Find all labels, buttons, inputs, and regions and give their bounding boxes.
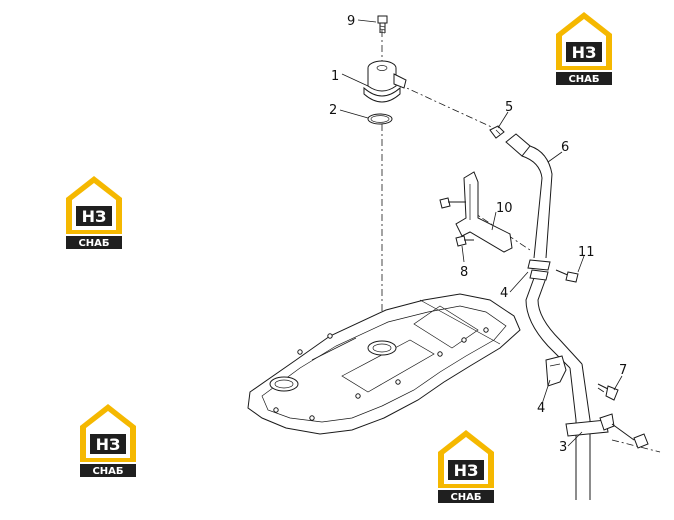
watermark-mark: НЗ xyxy=(96,435,121,454)
callout-2: 2 xyxy=(329,103,337,118)
callout-11: 11 xyxy=(578,245,595,260)
watermark-caption: СНАБ xyxy=(92,466,123,477)
callout-3: 3 xyxy=(559,440,567,455)
watermark-logo-left: НЗ СНАБ xyxy=(66,176,122,249)
callout-5: 5 xyxy=(505,100,513,115)
part-8-bolt xyxy=(455,235,474,247)
part-9-bolt xyxy=(377,15,388,34)
part-6-hose xyxy=(505,133,583,369)
part-4-clip-lower xyxy=(545,355,567,387)
watermark-mark: НЗ xyxy=(572,43,597,62)
callouts: 9 1 2 5 6 10 11 8 4 7 4 3 xyxy=(329,14,627,455)
watermark-logo-bottom-center: НЗ СНАБ xyxy=(438,430,494,503)
part-2-oring xyxy=(367,113,393,125)
callout-4-upper: 4 xyxy=(500,286,508,301)
watermark-caption: СНАБ xyxy=(568,74,599,85)
watermark-caption: СНАБ xyxy=(450,492,481,503)
callout-8: 8 xyxy=(460,265,468,280)
callout-7: 7 xyxy=(619,363,627,378)
watermark-logo-bottom-left: НЗ СНАБ xyxy=(80,404,136,477)
part-3-pipe-clamp xyxy=(565,363,649,500)
part-11-bolt xyxy=(555,269,579,283)
part-5-fitting xyxy=(489,125,505,139)
watermark-mark: НЗ xyxy=(82,207,107,226)
part-1-separator xyxy=(363,60,407,103)
part-7-bolt xyxy=(597,383,619,401)
callout-9: 9 xyxy=(347,14,355,29)
callout-1: 1 xyxy=(331,69,339,84)
callout-6: 6 xyxy=(561,140,569,155)
watermark-caption: СНАБ xyxy=(78,238,109,249)
watermark-logo-top-right: НЗ СНАБ xyxy=(556,12,612,85)
callout-10: 10 xyxy=(496,201,513,216)
valve-cover xyxy=(247,293,521,435)
part-10-bracket xyxy=(439,171,513,253)
leader-lines xyxy=(339,19,623,447)
watermark-mark: НЗ xyxy=(454,461,479,480)
callout-4-lower: 4 xyxy=(537,401,545,416)
